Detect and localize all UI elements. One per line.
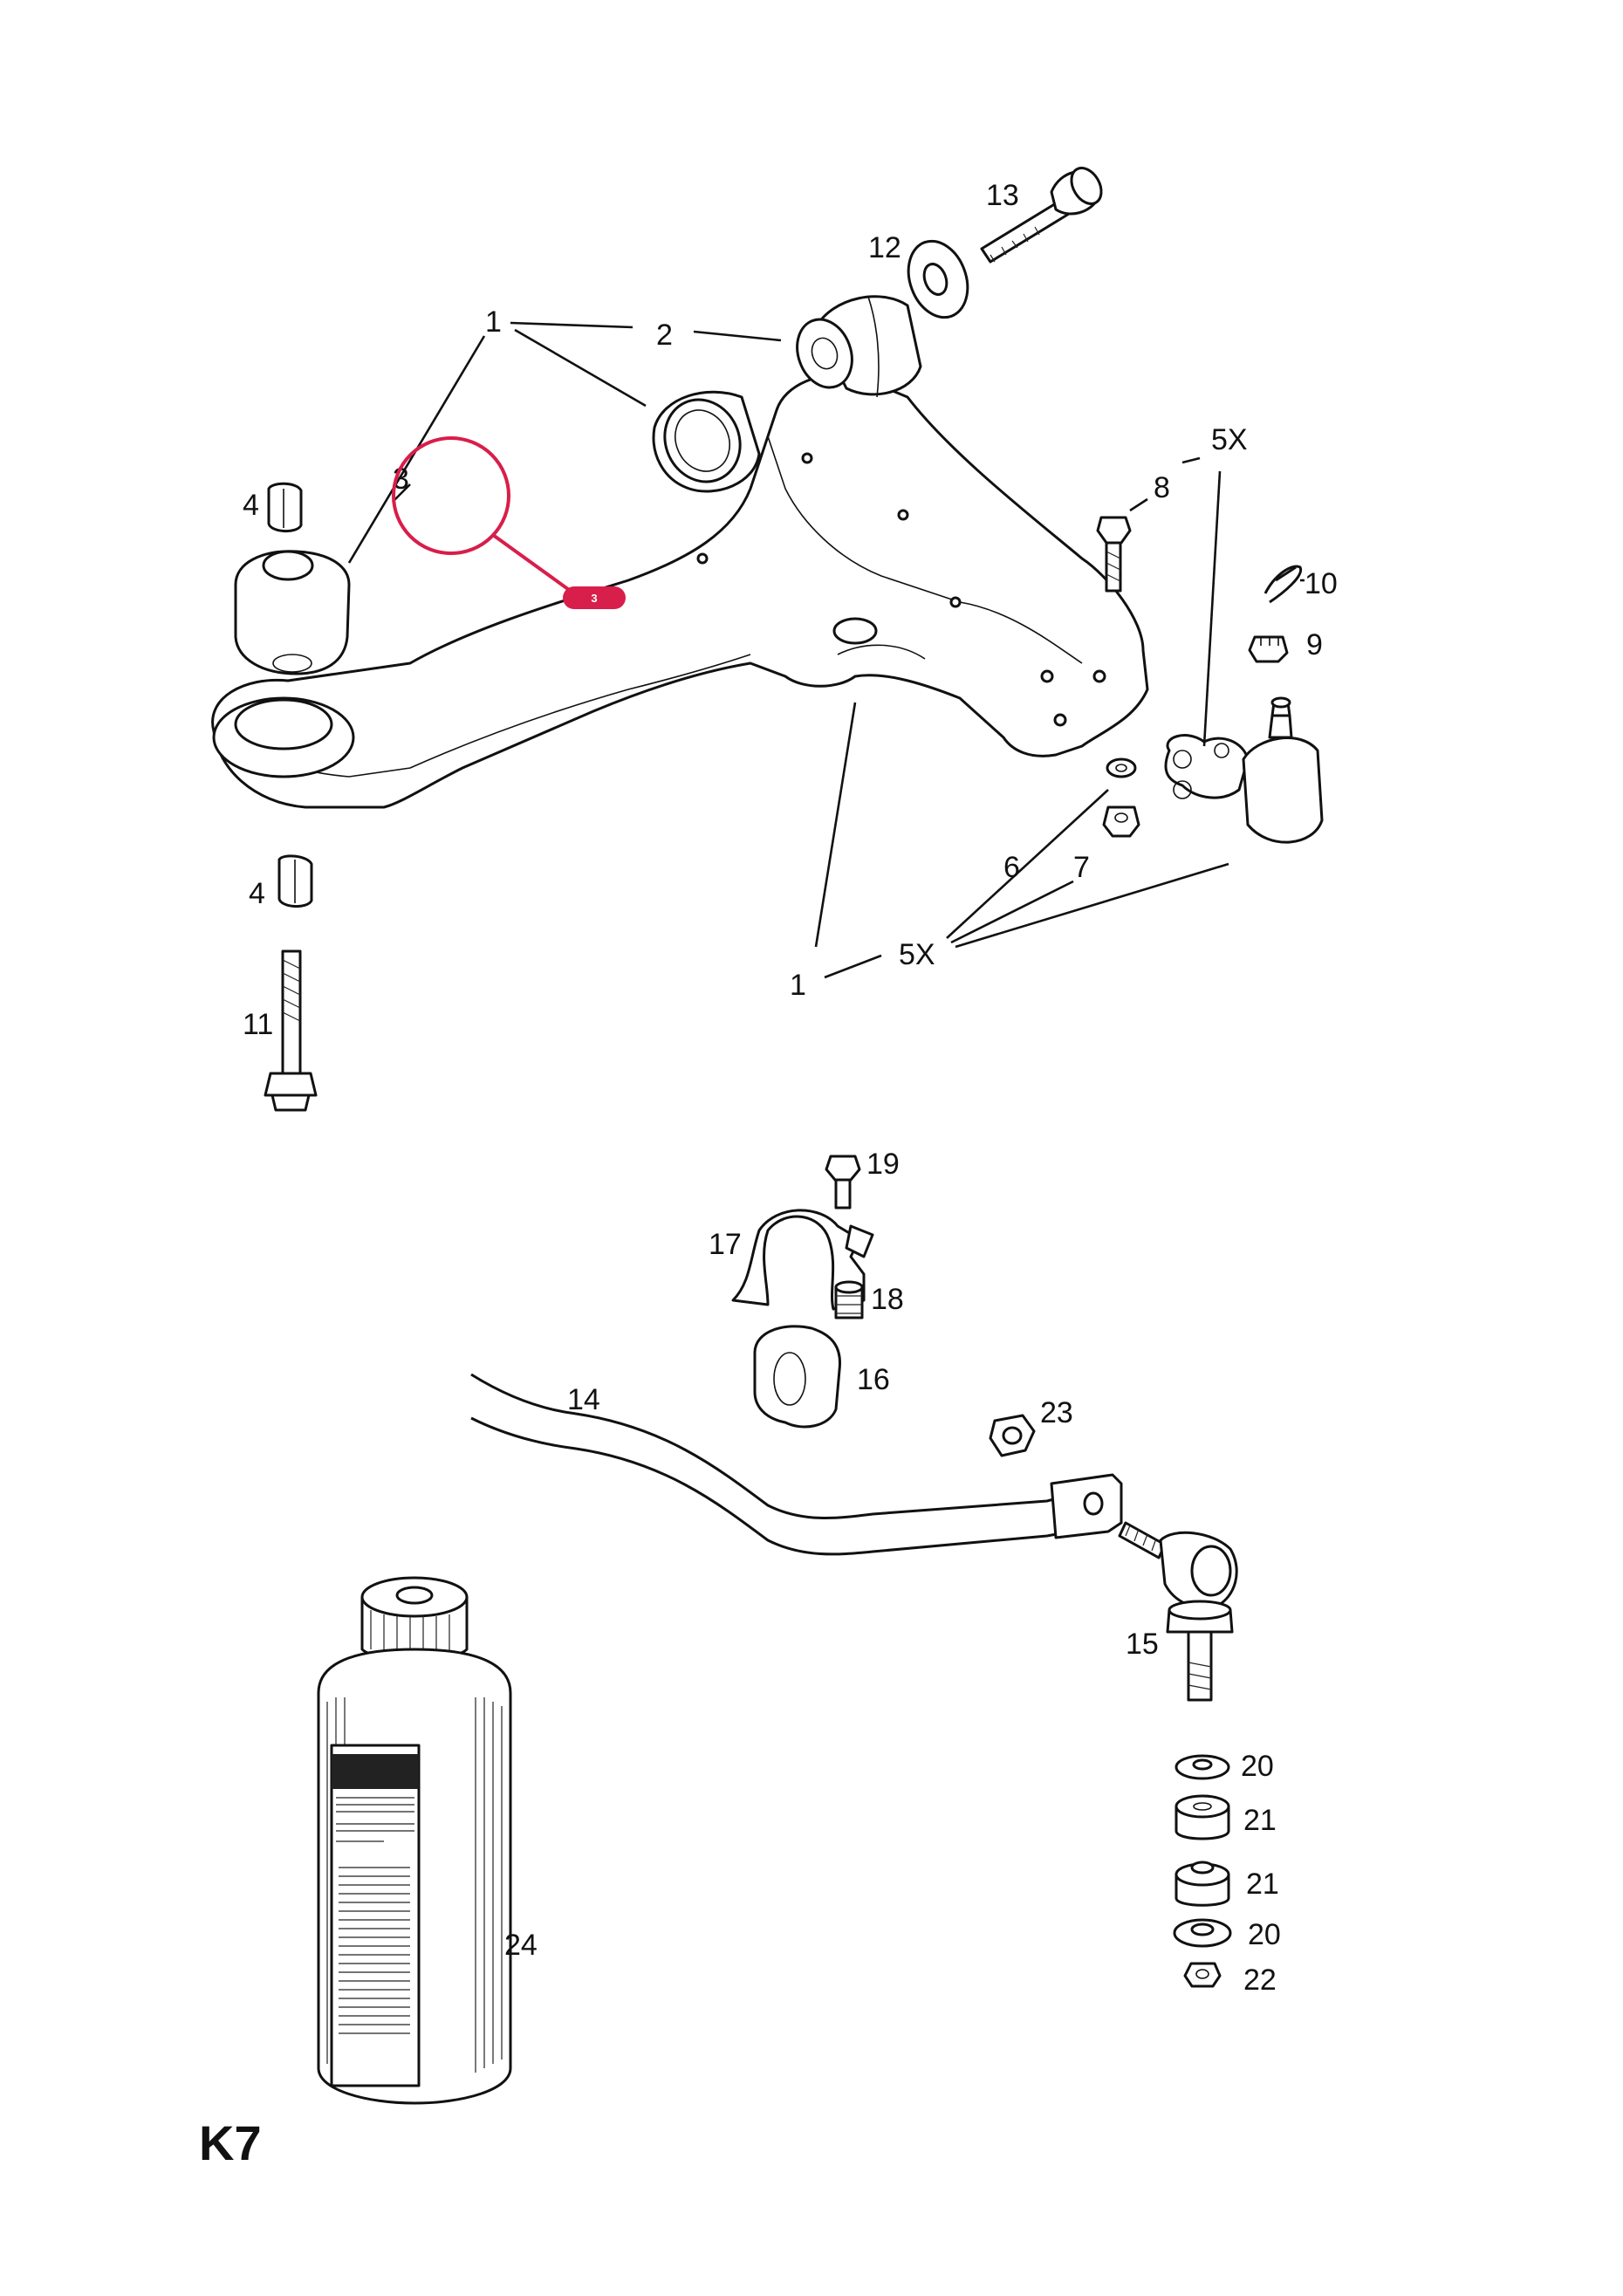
callout-5x-top: 5X — [1211, 423, 1248, 456]
callout-4-lower: 4 — [249, 877, 265, 910]
callout-15: 15 — [1126, 1628, 1159, 1661]
highlight-connector — [491, 533, 573, 593]
control-arm[interactable] — [211, 373, 1149, 809]
highlight-badge[interactable] — [563, 586, 626, 609]
leader-lines — [347, 321, 1305, 979]
bolt-11[interactable] — [264, 949, 318, 1112]
highlight-marker[interactable]: 3 — [392, 436, 626, 609]
callout-6: 6 — [1003, 851, 1020, 884]
callout-9: 9 — [1306, 628, 1323, 661]
nut-7[interactable] — [1102, 805, 1140, 838]
callout-1-bottom: 1 — [790, 969, 806, 1002]
rubber-21-upper[interactable] — [1174, 1794, 1230, 1840]
callout-1-top: 1 — [485, 305, 502, 339]
callout-5x-bottom: 5X — [899, 938, 935, 971]
callout-22: 22 — [1243, 1964, 1277, 1997]
callout-10: 10 — [1305, 567, 1338, 600]
callout-14: 14 — [567, 1383, 600, 1416]
callout-17: 17 — [709, 1228, 742, 1261]
callout-4-upper: 4 — [243, 489, 259, 522]
callout-18: 18 — [871, 1283, 904, 1316]
castle-nut-9[interactable] — [1248, 635, 1289, 663]
callout-13: 13 — [986, 179, 1019, 212]
ball-joint[interactable] — [1164, 696, 1324, 844]
callout-20-lower: 20 — [1248, 1918, 1281, 1951]
bush-2[interactable] — [788, 295, 922, 398]
fluid-bottle-24[interactable] — [317, 1576, 512, 2105]
callout-24: 24 — [504, 1929, 538, 1962]
bolt-13[interactable] — [980, 162, 1107, 264]
washer-12[interactable] — [899, 233, 978, 326]
callout-21-lower: 21 — [1246, 1868, 1279, 1901]
stabiliser-bar-14[interactable] — [470, 1373, 1123, 1556]
highlight-circle — [392, 436, 510, 555]
callout-3: 3 — [393, 463, 409, 496]
page-code: K7 — [199, 2115, 262, 2170]
sleeve-4-lower[interactable] — [277, 854, 313, 908]
callout-12: 12 — [868, 231, 901, 264]
bolt-8[interactable] — [1096, 516, 1132, 593]
callout-labels: 1 2 3 4 4 5X 5X 6 7 8 9 10 11 12 13 14 1… — [243, 179, 1338, 1997]
callout-20-upper: 20 — [1241, 1750, 1274, 1783]
callout-19: 19 — [866, 1148, 900, 1181]
bolt-19[interactable] — [825, 1155, 861, 1210]
rear-bush[interactable] — [234, 550, 351, 675]
callout-2: 2 — [656, 319, 673, 352]
washer-20-upper[interactable] — [1174, 1754, 1230, 1780]
callout-21-upper: 21 — [1243, 1804, 1277, 1837]
clamp-17[interactable] — [731, 1209, 874, 1311]
callout-16: 16 — [857, 1363, 890, 1396]
callout-23: 23 — [1040, 1396, 1073, 1429]
nut-18[interactable] — [834, 1280, 864, 1319]
sleeve-4-upper[interactable] — [267, 482, 303, 532]
highlight-badge-label: 3 — [591, 592, 597, 605]
washer-20-lower[interactable] — [1173, 1918, 1232, 1948]
callout-7: 7 — [1073, 851, 1090, 884]
washer-6[interactable] — [1106, 757, 1137, 778]
rubber-21-lower[interactable] — [1174, 1861, 1230, 1907]
bush-16[interactable] — [753, 1325, 842, 1429]
nut-23[interactable] — [989, 1414, 1036, 1457]
split-pin-10[interactable] — [1263, 565, 1303, 604]
callout-11: 11 — [243, 1008, 273, 1041]
link-15[interactable] — [1118, 1521, 1238, 1702]
nut-22[interactable] — [1183, 1962, 1222, 1988]
callout-8: 8 — [1154, 471, 1170, 504]
